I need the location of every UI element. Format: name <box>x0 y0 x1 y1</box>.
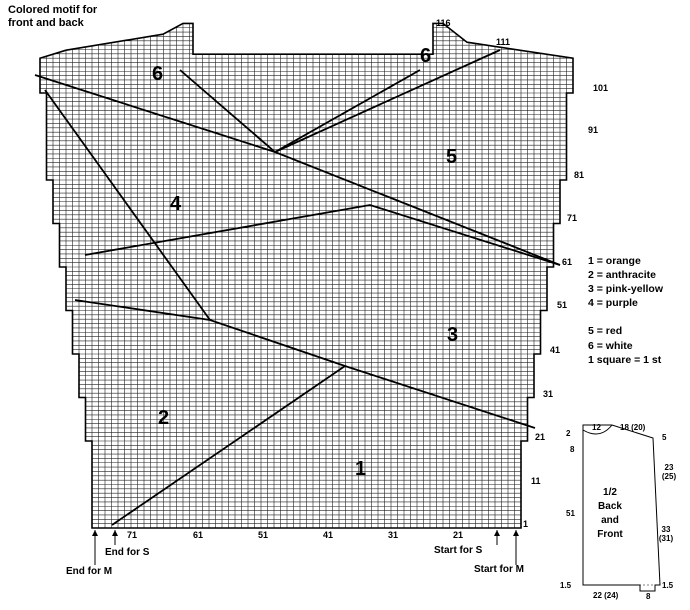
row-number-111: 111 <box>496 37 511 47</box>
zone-label-6-left: 6 <box>152 63 164 85</box>
measure-side-length: 33 (31) <box>658 525 674 543</box>
row-number-1: 1 <box>523 519 529 529</box>
legend-item-5: 5 = red <box>588 325 623 337</box>
legend-item-2: 2 = anthracite <box>588 269 656 281</box>
column-number-51: 51 <box>258 530 269 540</box>
zone-label-5: 5 <box>446 146 458 168</box>
column-number-61: 61 <box>193 530 204 540</box>
zone-label-6-right: 6 <box>420 45 432 67</box>
column-number-41: 41 <box>323 530 334 540</box>
measure-bottom-width: 22 (24) <box>593 591 619 600</box>
row-number-91: 91 <box>588 125 599 135</box>
color-boundary-7 <box>274 49 501 153</box>
row-number-101: 101 <box>593 83 609 93</box>
start-for-s-arrow-head <box>494 530 500 536</box>
legend-item-1: 1 = orange <box>588 255 641 267</box>
end-for-m-arrow-head <box>92 530 98 536</box>
measure-neck-width: 12 <box>592 423 601 432</box>
zone-label-3: 3 <box>447 324 459 346</box>
row-number-71: 71 <box>567 213 578 223</box>
zone-label-2: 2 <box>158 407 170 429</box>
measure-neck-top: 2 <box>566 429 571 438</box>
row-number-21: 21 <box>535 432 546 442</box>
measure-armhole: 23 (25) <box>661 463 677 481</box>
end-for-s-label: End for S <box>105 547 150 558</box>
start-for-m-label: Start for M <box>474 564 524 575</box>
grid-lines <box>40 23 573 529</box>
measure-neck-depth: 8 <box>570 445 575 454</box>
legend-item-4: 4 = purple <box>588 297 638 309</box>
start-for-s-label: Start for S <box>434 545 483 556</box>
start-for-m-arrow-head <box>513 530 519 536</box>
measure-bottom-side: 8 <box>646 592 651 601</box>
row-number-51: 51 <box>557 300 568 310</box>
row-number-116: 116 <box>436 18 451 28</box>
column-number-31: 31 <box>388 530 399 540</box>
color-boundary-2 <box>74 299 346 367</box>
legend-item-3: 3 = pink-yellow <box>588 283 663 295</box>
row-number-81: 81 <box>574 170 585 180</box>
color-boundary-5 <box>44 89 211 321</box>
chart-outline <box>39 22 574 529</box>
column-number-71: 71 <box>127 530 138 540</box>
row-number-61: 61 <box>562 257 573 267</box>
measure-shoulder-width: 18 (20) <box>620 423 646 432</box>
measure-shoulder-drop: 5 <box>662 433 667 442</box>
end-for-m-label: End for M <box>66 566 113 577</box>
chart-title: Colored motif for front and back <box>8 4 98 29</box>
row-number-41: 41 <box>550 345 561 355</box>
legend-item-6: 6 = white <box>588 340 633 352</box>
measure-body-length: 51 <box>566 509 575 518</box>
zone-label-4: 4 <box>170 193 182 215</box>
color-boundary-3 <box>84 204 561 266</box>
measure-rib-left: 1.5 <box>560 581 572 590</box>
schematic-label: 1/2 Back and Front <box>597 487 623 540</box>
row-number-31: 31 <box>543 389 554 399</box>
end-for-s-arrow-head <box>112 530 118 536</box>
measure-rib-right: 1.5 <box>662 581 674 590</box>
zone-label-1: 1 <box>355 458 367 480</box>
legend-item-scale: 1 square = 1 st <box>588 354 662 366</box>
column-number-21: 21 <box>453 530 464 540</box>
row-number-11: 11 <box>531 476 541 486</box>
